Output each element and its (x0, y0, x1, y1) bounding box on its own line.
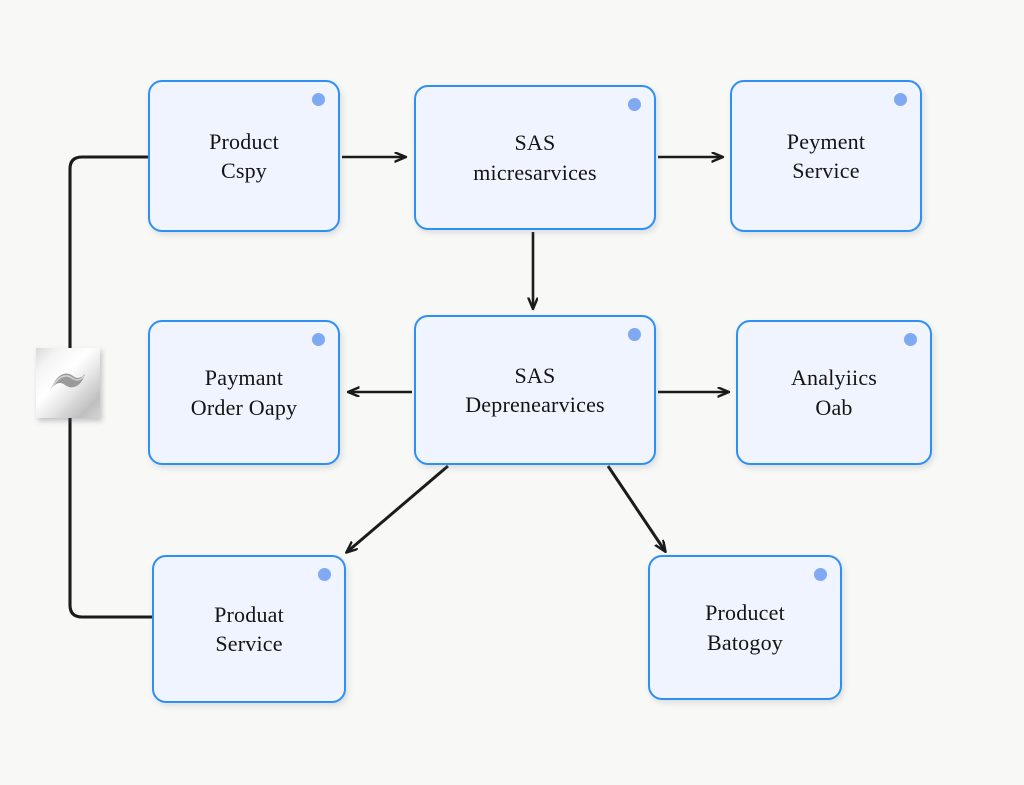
edge-sas-depenearvices-to-product-batogoy (606, 465, 665, 551)
node-status-dot (814, 568, 827, 581)
node-label: Producet Batogoy (705, 600, 785, 655)
node-product-copy[interactable]: Product Cspy (148, 80, 340, 232)
edge-sas-depenearvices-to-product-service (347, 464, 449, 552)
node-status-dot (628, 98, 641, 111)
swoosh-icon[interactable] (36, 348, 100, 418)
node-sas-depenearvices[interactable]: SAS Deprenearvices (414, 315, 656, 465)
node-label: Paymant Order Oapy (190, 365, 298, 420)
node-label: Product Cspy (209, 128, 279, 183)
node-product-service[interactable]: Produat Service (152, 555, 346, 703)
node-payment-order-copy[interactable]: Paymant Order Oapy (148, 320, 340, 465)
node-label: SAS Deprenearvices (465, 362, 605, 417)
node-label: Analyiics Oab (790, 365, 878, 420)
node-status-dot (894, 93, 907, 106)
node-sas-microservices[interactable]: SAS micresarvices (414, 85, 656, 230)
node-status-dot (628, 328, 641, 341)
node-status-dot (318, 568, 331, 581)
node-payment-service[interactable]: Peyment Service (730, 80, 922, 232)
node-status-dot (312, 93, 325, 106)
node-product-batogoy[interactable]: Producet Batogoy (648, 555, 842, 700)
node-analytics-dab[interactable]: Analyiics Oab (736, 320, 932, 465)
node-status-dot (312, 333, 325, 346)
node-label: SAS micresarvices (473, 130, 597, 185)
node-label: Peyment Service (786, 128, 866, 183)
node-status-dot (904, 333, 917, 346)
node-label: Produat Service (214, 601, 284, 656)
